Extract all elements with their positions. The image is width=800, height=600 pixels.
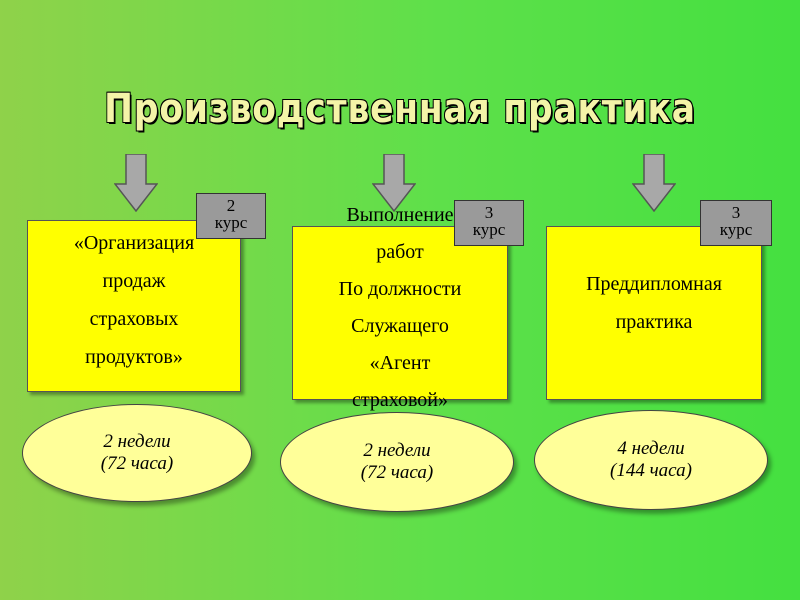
down-arrow-icon: [372, 154, 416, 212]
practice-box-prediploma: Преддипломная практика: [546, 226, 762, 400]
badge-number: 3: [731, 203, 741, 222]
duration-ellipse: 2 недели (72 часа): [280, 412, 514, 512]
duration-weeks: 2 недели: [103, 431, 171, 452]
practice-box-sales: «Организация продаж страховых продуктов»: [27, 220, 241, 392]
duration-weeks: 4 недели: [617, 438, 685, 459]
page-title: Производственная практика: [103, 85, 696, 133]
box-line: страховой»: [352, 389, 448, 411]
badge-number: 2: [226, 196, 236, 215]
practice-box-agent: Выполнение работ По должности Служащего …: [292, 204, 508, 411]
duration-ellipse: 2 недели (72 часа): [22, 404, 252, 502]
box-line: страховых: [89, 308, 179, 330]
box-line: практика: [615, 311, 693, 333]
course-badge: 3 курс: [454, 200, 524, 246]
course-badge: 2 курс: [196, 193, 266, 239]
badge-label: курс: [472, 220, 506, 239]
duration-weeks: 2 недели: [363, 440, 431, 461]
duration-ellipse: 4 недели (144 часа): [534, 410, 768, 510]
duration-hours: (72 часа): [360, 462, 434, 483]
course-badge: 3 курс: [700, 200, 772, 246]
box-line: «Агент: [369, 352, 431, 374]
badge-label: курс: [719, 220, 753, 239]
box-line: Преддипломная: [586, 273, 722, 295]
duration-hours: (72 часа): [100, 453, 174, 474]
down-arrow-icon: [114, 154, 158, 212]
box-line: Служащего: [351, 315, 449, 337]
box-line: По должности: [338, 278, 462, 300]
box-line: продаж: [102, 270, 166, 292]
box-line: работ: [376, 241, 424, 263]
box-line: «Организация: [73, 232, 195, 254]
badge-label: курс: [214, 213, 248, 232]
badge-number: 3: [484, 203, 494, 222]
box-line: продуктов»: [85, 346, 183, 368]
box-line: Выполнение: [346, 204, 454, 226]
down-arrow-icon: [632, 154, 676, 212]
duration-hours: (144 часа): [610, 460, 692, 481]
